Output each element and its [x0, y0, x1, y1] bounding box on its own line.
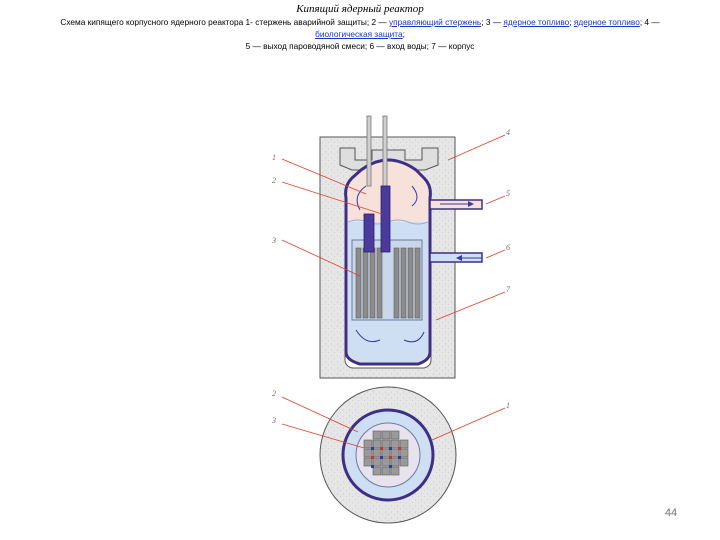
leader-lines: [281, 134, 506, 449]
cross-section: [319, 386, 457, 524]
label-2: 2: [272, 176, 276, 185]
label-7: 7: [506, 285, 511, 294]
reactor-core: [351, 239, 423, 321]
label-6: 6: [506, 243, 510, 252]
label-3: 3: [271, 236, 276, 245]
label-section-2: 2: [272, 389, 276, 398]
label-4: 4: [506, 128, 510, 137]
label-section-1: 1: [506, 401, 510, 410]
rod-drive-tubes: [366, 115, 388, 187]
label-section-3: 3: [271, 416, 276, 425]
caption-link-nuclear-fuel[interactable]: ядерное топливо: [503, 17, 570, 27]
control-rods: [363, 185, 391, 253]
caption-link-control-rod[interactable]: управляющий стержень: [389, 17, 482, 27]
caption-text-1: Схема кипящего корпусного ядерного реакт…: [60, 17, 390, 27]
page-number: 44: [664, 507, 678, 519]
caption-text-3: ;: [569, 17, 574, 27]
caption-text-2: ; 3 —: [481, 17, 504, 27]
caption-link-nuclear-fuel-2[interactable]: ядерное топливо: [573, 17, 640, 27]
callout-labels: 1 2 3 4 5 6 7 2 3 1: [271, 128, 511, 425]
label-5: 5: [506, 189, 510, 198]
label-1: 1: [272, 153, 276, 162]
caption-text-5: ;: [402, 29, 405, 39]
page-title: Кипящий ядерный реактор: [296, 3, 424, 15]
caption-text-line2: 5 — выход пароводяной смеси; 6 — вход во…: [245, 41, 475, 51]
figure-caption: Схема кипящего корпусного ядерного реакт…: [40, 16, 680, 52]
caption-text-4: ; 4 —: [639, 17, 660, 27]
caption-link-biological-shield[interactable]: биологическая защита: [315, 29, 403, 39]
flow-arrows: [355, 185, 482, 343]
flow-arrowheads: [456, 201, 474, 261]
